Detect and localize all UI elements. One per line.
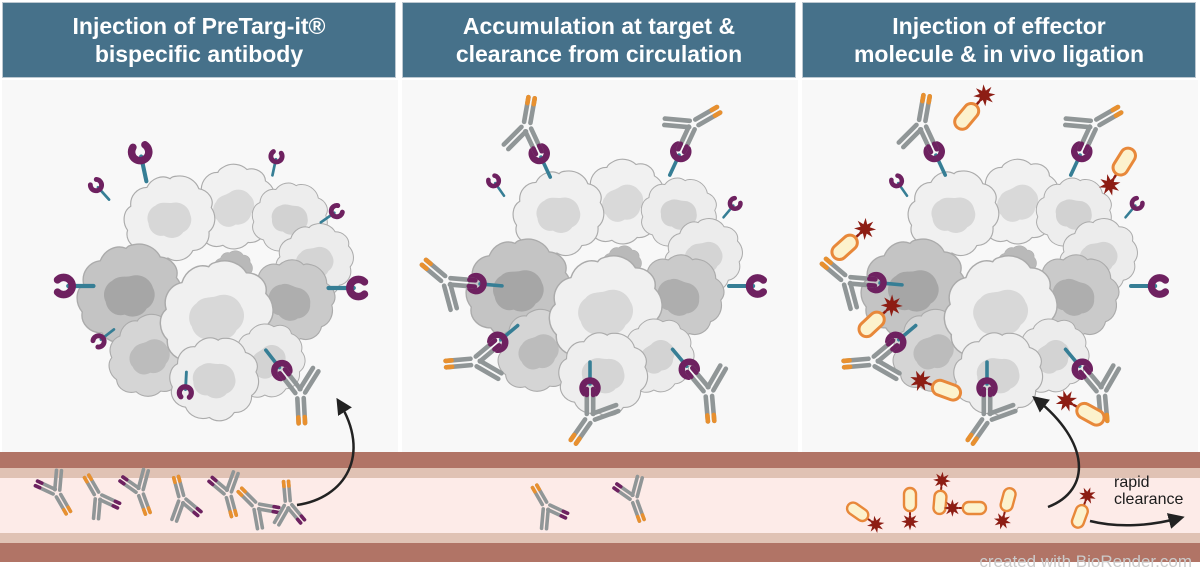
panel-1-title-line2: bispecific antibody: [94, 41, 304, 67]
panel-2-title-line1: Accumulation at target &: [462, 12, 736, 39]
vessel-wall-top-inner: [0, 468, 1200, 478]
panel-1-title-line1: Injection of PreTarg-it®: [72, 12, 326, 39]
rapid-clearance-line2: clearance: [1114, 491, 1184, 508]
rapid-clearance-line1: rapid: [1114, 474, 1150, 491]
vessel-wall-bottom-outer: [0, 543, 1200, 562]
panel-3-title-line1: Injection of effector: [892, 12, 1106, 39]
panel-1-background: [2, 80, 398, 452]
panel-3-background: [802, 80, 1198, 452]
vessel-wall-top-outer: [0, 452, 1200, 468]
biorender-credit: created with BioRender.com: [979, 552, 1192, 571]
vessel-lumen: [0, 478, 1200, 533]
panel-2-background: [402, 80, 798, 452]
panel-1-header: Injection of PreTarg-it® bispecific anti…: [2, 2, 396, 78]
rapid-clearance-label: rapid clearance: [1114, 474, 1183, 508]
panel-2-title-line2: clearance from circulation: [455, 41, 743, 67]
panel-2-header: Accumulation at target & clearance from …: [402, 2, 796, 78]
panel-3-title-line2: molecule & in vivo ligation: [853, 41, 1145, 67]
vessel-wall-bottom-inner: [0, 533, 1200, 543]
panel-3-header: Injection of effector molecule & in vivo…: [802, 2, 1196, 78]
